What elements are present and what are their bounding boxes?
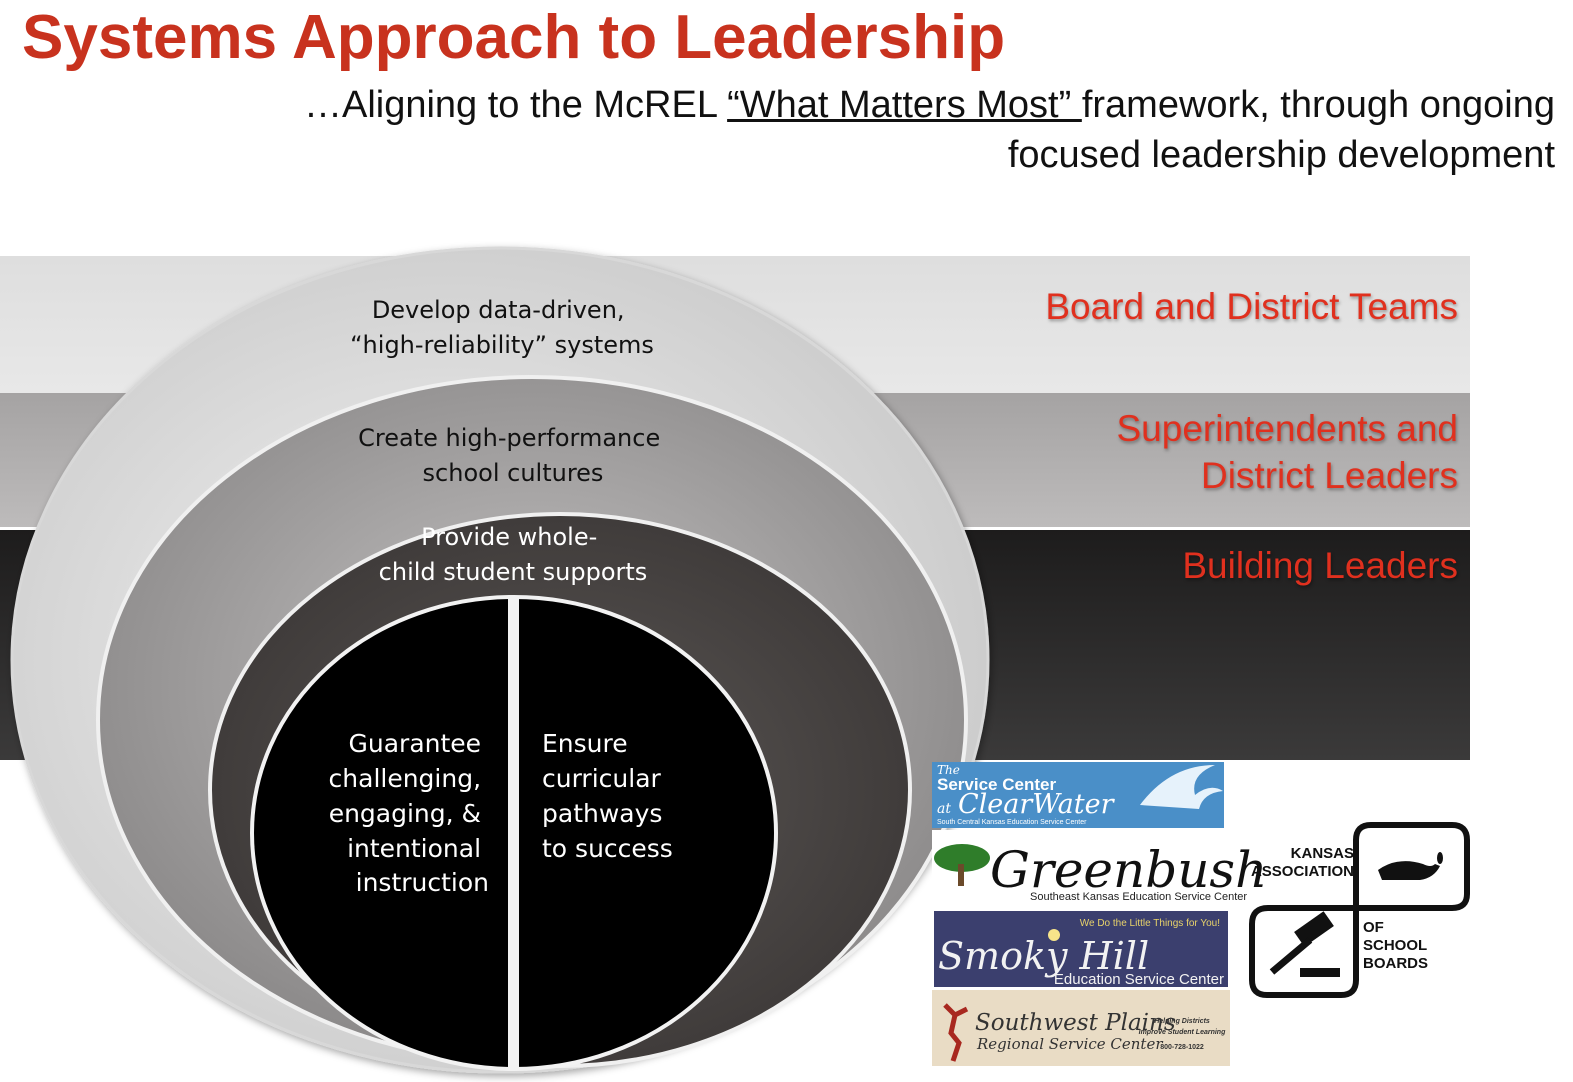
svg-text:ASSOCIATION: ASSOCIATION bbox=[1251, 863, 1354, 880]
page-subtitle: …Aligning to the McREL “What Matters Mos… bbox=[155, 80, 1555, 180]
smokyhill-logo: We Do the Little Things for You! Smoky H… bbox=[934, 911, 1228, 988]
svg-text:SCHOOL: SCHOOL bbox=[1363, 937, 1427, 954]
gavel-icon bbox=[1269, 911, 1340, 977]
svg-text:Greenbush: Greenbush bbox=[990, 841, 1267, 899]
svg-text:Education Service Center: Education Service Center bbox=[1054, 971, 1224, 988]
svg-text:BOARDS: BOARDS bbox=[1363, 955, 1428, 972]
middle-text: Create high-performance school cultures bbox=[358, 424, 668, 487]
core-divider bbox=[508, 596, 519, 1070]
page-title: Systems Approach to Leadership bbox=[22, 3, 1006, 72]
subtitle-line2: focused leadership development bbox=[1007, 134, 1555, 176]
svg-text:Service Center: Service Center bbox=[937, 775, 1056, 794]
svg-text:OF: OF bbox=[1363, 919, 1384, 936]
svg-text:Southeast Kansas Education Ser: Southeast Kansas Education Service Cente… bbox=[1030, 891, 1247, 903]
inner-text: Provide whole- child student supports bbox=[379, 523, 648, 586]
core-left-text: Guarantee challenging, engaging, & inten… bbox=[329, 729, 489, 897]
clearwater-logo: The Service Center at ClearWater South C… bbox=[932, 762, 1224, 828]
kasb-logo: KANSAS ASSOCIATION OF SCHOOL BOARDS bbox=[1249, 822, 1470, 998]
subtitle-suffix: framework, through ongoing bbox=[1081, 84, 1555, 126]
svg-text:Regional Service Center: Regional Service Center bbox=[976, 1035, 1163, 1053]
framework-link-text: “What Matters Most” bbox=[727, 84, 1082, 126]
core-right-text: Ensure curricular pathways to success bbox=[542, 729, 673, 863]
outer-text: Develop data-driven, “high-reliability” … bbox=[350, 296, 654, 359]
svg-text:The: The bbox=[937, 763, 960, 777]
greenbush-logo: Greenbush Southeast Kansas Education Ser… bbox=[932, 830, 1267, 908]
lamp-icon bbox=[1378, 852, 1443, 880]
svg-text:800-728-1022: 800-728-1022 bbox=[1160, 1044, 1204, 1051]
svg-text:at: at bbox=[937, 801, 951, 817]
svg-text:Southwest Plains: Southwest Plains bbox=[975, 1010, 1176, 1036]
star-icon bbox=[1048, 929, 1060, 941]
svg-text:We Do the Little Things for Yo: We Do the Little Things for You! bbox=[1080, 918, 1220, 929]
southwest-plains-logo: Southwest Plains Regional Service Center… bbox=[932, 990, 1230, 1066]
svg-text:South Central Kansas Education: South Central Kansas Education Service C… bbox=[937, 819, 1087, 826]
kokopelli-icon bbox=[943, 1003, 969, 1062]
svg-text:Helping Districts: Helping Districts bbox=[1154, 1018, 1210, 1025]
svg-text:ClearWater: ClearWater bbox=[958, 789, 1116, 820]
band-label: Building Leaders bbox=[1182, 545, 1458, 586]
svg-text:Smoky Hill: Smoky Hill bbox=[938, 934, 1149, 978]
subtitle-prefix: …Aligning to the McREL bbox=[303, 84, 728, 126]
svg-text:KANSAS: KANSAS bbox=[1291, 845, 1354, 862]
svg-text:Improve Student Learning: Improve Student Learning bbox=[1139, 1029, 1226, 1036]
band-label: Board and District Teams bbox=[1045, 286, 1458, 327]
